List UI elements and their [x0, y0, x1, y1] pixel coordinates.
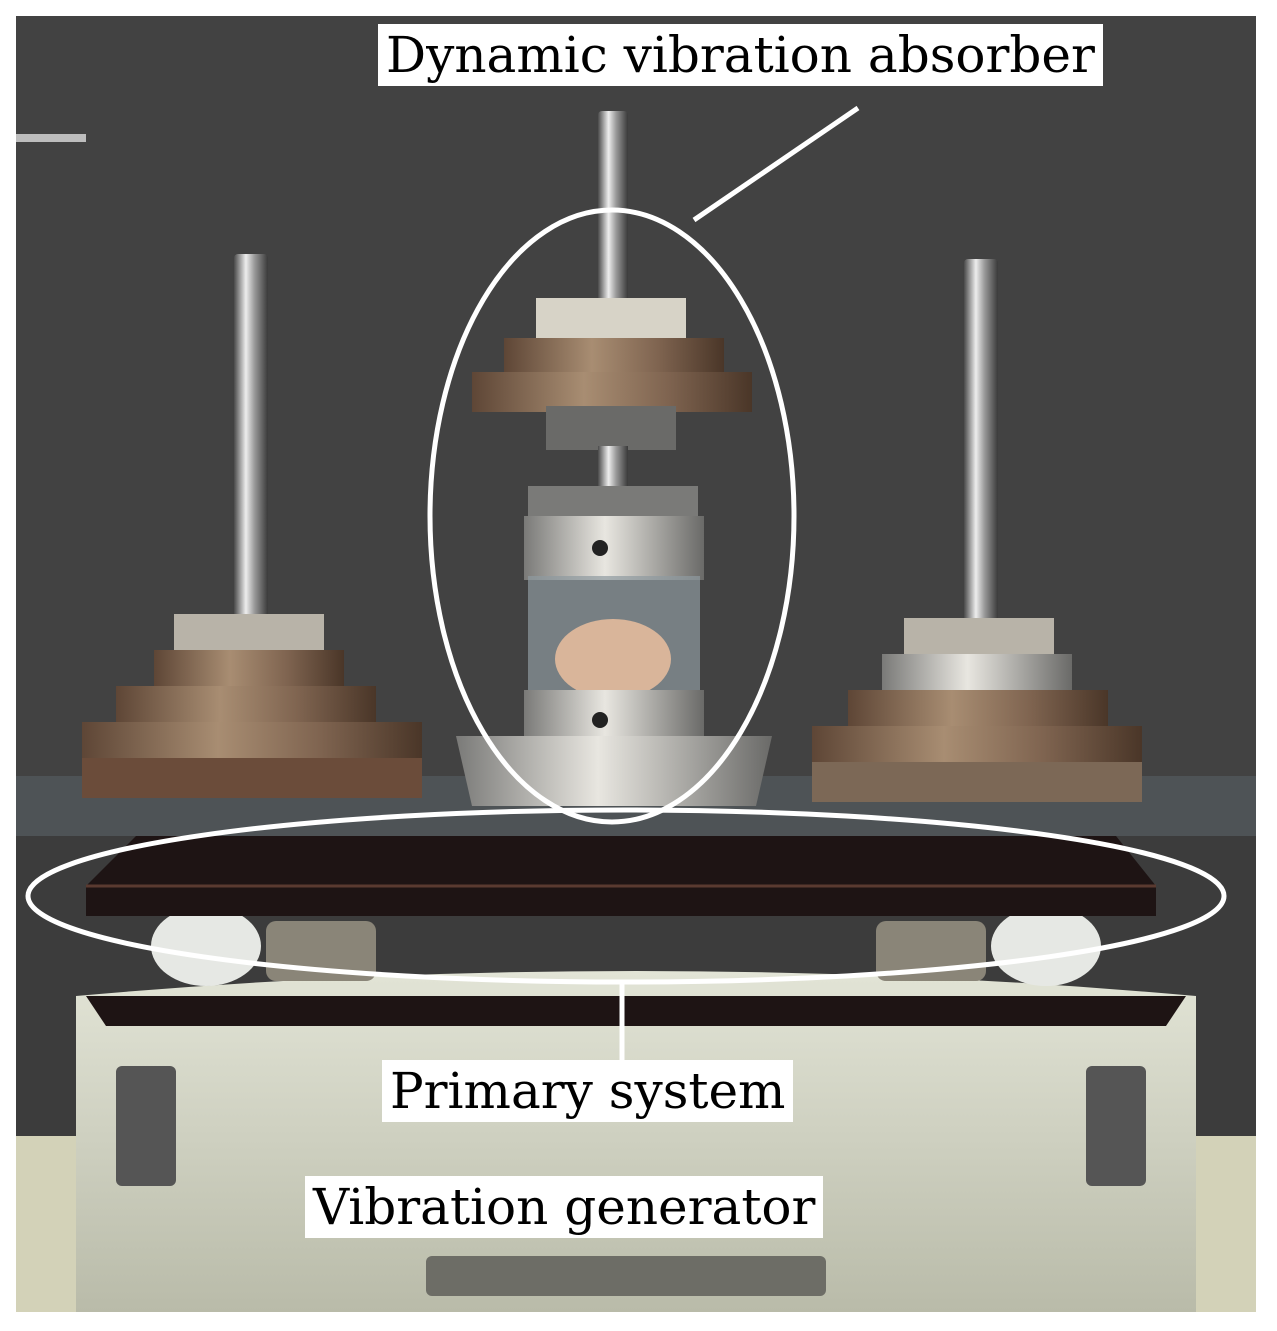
absorber-highlight-ellipse	[427, 207, 797, 825]
vibration-generator-label: Vibration generator	[305, 1176, 824, 1238]
dynamic-vibration-absorber-label: Dynamic vibration absorber	[378, 24, 1103, 86]
rubber-mount-right	[991, 906, 1101, 986]
absorber-leader-line	[692, 105, 860, 223]
right-weight-stack	[812, 259, 1142, 802]
primary-system-label: Primary system	[382, 1060, 794, 1122]
lower-base-plate	[86, 996, 1186, 1026]
rubber-mount-left	[151, 906, 261, 986]
primary-system-plate	[86, 836, 1156, 916]
left-weight-stack	[82, 254, 422, 798]
primary-system-highlight-ellipse	[25, 807, 1227, 985]
dynamic-vibration-absorber	[456, 111, 772, 806]
